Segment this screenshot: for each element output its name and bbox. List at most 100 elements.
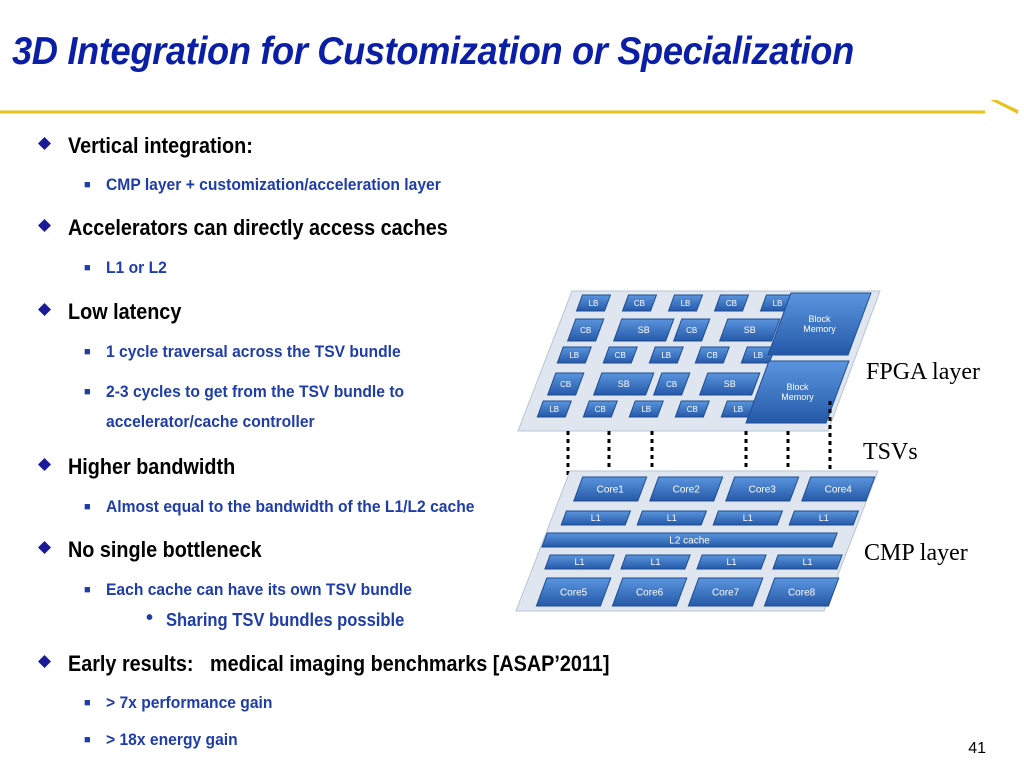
svg-text:L1: L1 <box>743 513 753 523</box>
svg-text:LB: LB <box>681 299 691 308</box>
svg-text:CB: CB <box>615 351 626 360</box>
square-bullet-icon: ■ <box>84 697 91 709</box>
svg-text:SB: SB <box>724 379 736 389</box>
fpga-block-cb: CB <box>694 346 730 364</box>
svg-text:Memory: Memory <box>781 392 814 402</box>
svg-text:Core3: Core3 <box>749 485 777 496</box>
svg-text:CB: CB <box>634 299 645 308</box>
fpga-block-cb: CB <box>582 400 618 418</box>
fpga-block-cb: CB <box>546 372 585 396</box>
subbullet-text: CMP layer + customization/acceleration l… <box>106 175 441 194</box>
fpga-block-lb: LB <box>536 400 572 418</box>
cmp-core3: Core3 <box>725 476 800 502</box>
cmp-core7: Core7 <box>687 577 764 607</box>
square-bullet-icon: ■ <box>84 734 91 746</box>
fpga-block-cb: CB <box>621 294 658 312</box>
svg-text:Memory: Memory <box>803 324 836 334</box>
subsubbullet-text: Sharing TSV bundles possible <box>166 610 405 630</box>
fpga-block-lb: LB <box>667 294 704 312</box>
subbullet-text: > 18x energy gain <box>106 730 238 749</box>
page-number: 41 <box>968 740 986 757</box>
svg-text:Core6: Core6 <box>636 588 664 599</box>
fpga-block-cb: CB <box>713 294 750 312</box>
3d-stack-figure: LB CB LB CB LB CB SB CB SB CB LB CB LB CB LB CB SB CB SB CB… <box>515 290 881 612</box>
svg-text:Block: Block <box>786 382 809 392</box>
svg-text:CB: CB <box>666 380 677 389</box>
slide-title: 3D Integration for Customization or Spec… <box>12 30 854 73</box>
bullet-text: No single bottleneck <box>68 537 262 562</box>
diamond-bullet-icon <box>38 458 51 471</box>
fpga-block-cb: CB <box>602 346 638 364</box>
svg-text:L1: L1 <box>575 557 585 567</box>
svg-text:CB: CB <box>580 326 591 335</box>
svg-text:Core4: Core4 <box>825 485 853 496</box>
cmp-core4: Core4 <box>801 476 876 502</box>
fpga-block-lb: LB <box>648 346 684 364</box>
svg-text:CB: CB <box>687 405 698 414</box>
subbullet-text: Each cache can have its own TSV bundle <box>106 580 412 599</box>
fpga-block-lb: LB <box>575 294 612 312</box>
fpga-block-sb: SB <box>612 318 675 342</box>
bullet-text: Higher bandwidth <box>68 454 236 479</box>
subbullet-text: 1 cycle traversal across the TSV bundle <box>106 342 401 361</box>
svg-text:Core1: Core1 <box>597 485 625 496</box>
svg-text:Core7: Core7 <box>712 588 740 599</box>
fpga-block-lb: LB <box>556 346 592 364</box>
svg-text:CB: CB <box>686 326 697 335</box>
cmp-core5: Core5 <box>535 577 612 607</box>
svg-text:L1: L1 <box>591 513 601 523</box>
svg-text:LB: LB <box>773 299 783 308</box>
svg-text:SB: SB <box>744 325 756 335</box>
svg-text:LB: LB <box>589 299 599 308</box>
svg-text:Core8: Core8 <box>788 588 816 599</box>
fpga-block-cb: CB <box>652 372 691 396</box>
svg-text:L1: L1 <box>667 513 677 523</box>
cmp-l1-top: L1 <box>636 510 708 526</box>
subbullet-text: 2-3 cycles to get from the TSV bundle to… <box>106 382 405 431</box>
svg-text:L1: L1 <box>803 557 813 567</box>
svg-text:Core2: Core2 <box>673 485 701 496</box>
svg-text:CB: CB <box>707 351 718 360</box>
square-bullet-icon: ■ <box>84 584 91 596</box>
svg-text:L1: L1 <box>727 557 737 567</box>
svg-text:L1: L1 <box>651 557 661 567</box>
subbullet-text: Almost equal to the bandwidth of the L1/… <box>106 497 475 516</box>
fpga-block-cb: CB <box>672 318 711 342</box>
diamond-bullet-icon <box>38 655 51 668</box>
fpga-block-cb: CB <box>566 318 605 342</box>
cmp-l2-cache: L2 cache <box>541 532 838 548</box>
subbullet-text: L1 or L2 <box>106 258 167 277</box>
dot-bullet-icon: • <box>146 607 154 629</box>
bullet-text: Accelerators can directly access caches <box>68 215 448 240</box>
svg-text:LB: LB <box>641 405 651 414</box>
square-bullet-icon: ■ <box>84 501 91 513</box>
bullet-text: Early results: medical imaging benchmark… <box>68 651 610 676</box>
cmp-l1-top: L1 <box>560 510 632 526</box>
svg-text:L1: L1 <box>819 513 829 523</box>
cmp-l1-top: L1 <box>788 510 860 526</box>
fpga-block-lb: LB <box>628 400 664 418</box>
bullet-text: Low latency <box>68 299 182 324</box>
cmp-core6: Core6 <box>611 577 688 607</box>
fpga-layer-plane: LB CB LB CB LB CB SB CB SB CB LB CB LB CB LB CB SB CB SB CB… <box>517 290 881 432</box>
fpga-block-sb: SB <box>718 318 781 342</box>
svg-text:LB: LB <box>661 351 671 360</box>
square-bullet-icon: ■ <box>84 386 91 398</box>
cmp-layer-label: CMP layer <box>864 540 968 566</box>
svg-text:LB: LB <box>549 405 559 414</box>
subbullet-text: > 7x performance gain <box>106 693 273 712</box>
svg-text:CB: CB <box>726 299 737 308</box>
diamond-bullet-icon <box>38 137 51 150</box>
cmp-l1-bottom: L1 <box>620 554 691 570</box>
square-bullet-icon: ■ <box>84 262 91 274</box>
svg-text:LB: LB <box>733 405 743 414</box>
square-bullet-icon: ■ <box>84 346 91 358</box>
cmp-l1-bottom: L1 <box>544 554 615 570</box>
fpga-block-cb: CB <box>674 400 710 418</box>
svg-text:SB: SB <box>618 379 630 389</box>
title-underline <box>0 100 1019 114</box>
